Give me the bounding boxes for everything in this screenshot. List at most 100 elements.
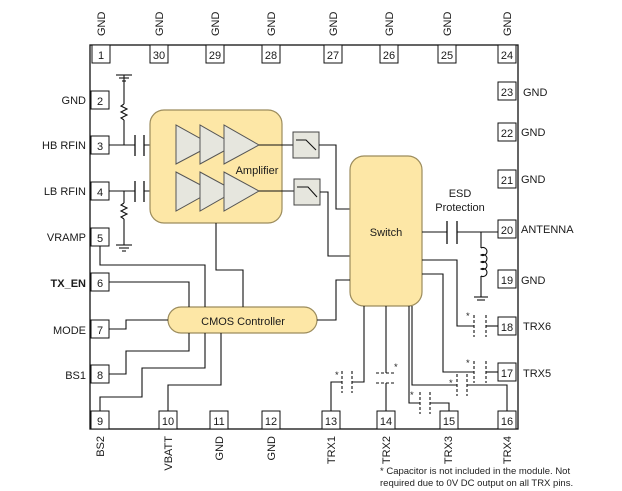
footnote-line-1: * Capacitor is not included in the modul… [380, 466, 570, 477]
left-pins: 2 GND 3 HB RFIN 4 LB RFIN 5 VRAMP 6 TX_E… [42, 90, 110, 384]
pin-label: GND [523, 87, 548, 99]
pin-label: ANTENNA [521, 224, 574, 236]
pin-14: 14 TRX2 [376, 410, 396, 464]
band-switch-lb [293, 178, 321, 206]
pin-number: 5 [97, 233, 103, 245]
pin-label: GND [266, 436, 278, 461]
pin-number: 16 [501, 416, 513, 428]
pin-label: TRX4 [502, 436, 514, 464]
esd-label: Protection [435, 202, 485, 214]
ground-symbol [116, 244, 132, 252]
pin-20: 20 ANTENNA [497, 219, 574, 239]
pin-number: 8 [97, 370, 103, 382]
pin-6: 6 TX_EN [51, 272, 110, 292]
pin-label: TRX5 [523, 368, 551, 380]
cap-note-marker: * [335, 370, 339, 381]
pin-7: 7 MODE [53, 319, 110, 339]
pin-15: 15 TRX3 [439, 410, 459, 464]
pin-label: GND [214, 436, 226, 461]
pin-29: 29 GND [205, 12, 225, 64]
resistor-icon [119, 103, 129, 121]
pin-8: 8 BS1 [65, 364, 110, 384]
pin-label: GND [154, 12, 166, 37]
pin-24: 24 GND [497, 12, 517, 64]
pin-number: 3 [97, 141, 103, 153]
pin-label: GND [62, 95, 87, 107]
pin-number: 2 [97, 96, 103, 108]
pin-number: 21 [501, 175, 513, 187]
pin-19: 19 GND [497, 269, 546, 289]
pin-label: GND [521, 275, 546, 287]
pin-number: 15 [443, 416, 455, 428]
pin-number: 27 [327, 50, 339, 62]
pin-label: GND [384, 12, 396, 37]
top-pins: 1 GND 30 GND 29 GND 28 GND 27 GND 26 GND [91, 12, 517, 64]
cap-note-marker: * [394, 362, 398, 373]
amplifier-stage-icon [223, 124, 261, 165]
pin-number: 1 [98, 50, 104, 62]
pin-number: 29 [209, 50, 221, 62]
pin-3: 3 HB RFIN [42, 135, 110, 155]
pin-28: 28 GND [261, 12, 281, 64]
pin-number: 17 [501, 368, 513, 380]
pin-number: 13 [325, 416, 337, 428]
cap-note-marker: * [466, 358, 470, 369]
pin-26: 26 GND [379, 12, 399, 64]
pin-label: GND [521, 174, 546, 186]
antenna-switch-block: Switch [349, 155, 423, 307]
module-outline [89, 44, 519, 430]
pin-11: 11 GND [209, 410, 229, 461]
right-pins: 23 GND 22 GND 21 GND 20 ANTENNA 19 GND 1… [497, 81, 574, 382]
pin-label: TRX2 [381, 436, 393, 464]
pin-label: BS1 [65, 370, 86, 382]
pin-number: 20 [501, 225, 513, 237]
esd-protection: ESD Protection [422, 188, 498, 301]
trx-wiring: * * * * * * [330, 259, 508, 414]
cmos-controller-block: CMOS Controller [167, 306, 318, 334]
pin-21: 21 GND [497, 169, 546, 189]
pin-label: BS2 [95, 436, 107, 457]
pin-22: 22 GND [497, 122, 546, 142]
controller-label: CMOS Controller [201, 316, 285, 328]
pin-5: 5 VRAMP [47, 227, 110, 247]
pin-label: GND [96, 12, 108, 37]
pin-13: 13 TRX1 [321, 410, 341, 464]
pin-number: 14 [380, 416, 392, 428]
band-switch-hb [292, 131, 320, 159]
switch-label: Switch [370, 227, 402, 239]
pin-label: GND [266, 12, 278, 37]
pin-30: 30 GND [149, 12, 169, 64]
pin-number: 9 [97, 416, 103, 428]
pin-number: 22 [501, 128, 513, 140]
pin-label: GND [502, 12, 514, 37]
amplifier-stage-icon [175, 124, 214, 165]
pin-number: 6 [97, 278, 103, 290]
cap-note-marker: * [449, 378, 453, 389]
pin-number: 4 [97, 187, 103, 199]
pin-12: 12 GND [261, 410, 281, 461]
pin-25: 25 GND [437, 12, 457, 64]
amplifier-stage-icon [199, 124, 237, 165]
control-wiring [99, 223, 350, 411]
pin-label: GND [442, 12, 454, 37]
pin-label: HB RFIN [42, 140, 86, 152]
footnote: * Capacitor is not included in the modul… [380, 466, 573, 489]
pin-label: MODE [53, 325, 86, 337]
pin-label: TRX6 [523, 321, 551, 333]
bottom-pins: 9 BS2 10 VBATT 11 GND 12 GND 13 TRX1 14 … [90, 410, 517, 471]
pin-17: 17 TRX5 [497, 362, 551, 382]
pin-label: GND [521, 127, 546, 139]
pin-label: TX_EN [51, 278, 87, 290]
pin-10: 10 VBATT [158, 410, 178, 471]
amplifier-stage-icon [223, 171, 261, 212]
pin-1: 1 GND [91, 12, 111, 64]
pin-number: 23 [501, 87, 513, 99]
amplifier-stage-icon [175, 171, 214, 212]
pin-number: 30 [153, 50, 165, 62]
ground-symbol [116, 74, 132, 104]
pin-number: 28 [265, 50, 277, 62]
capacitor-icon [134, 135, 145, 156]
pin-label: LB RFIN [44, 186, 86, 198]
pin-number: 26 [383, 50, 395, 62]
